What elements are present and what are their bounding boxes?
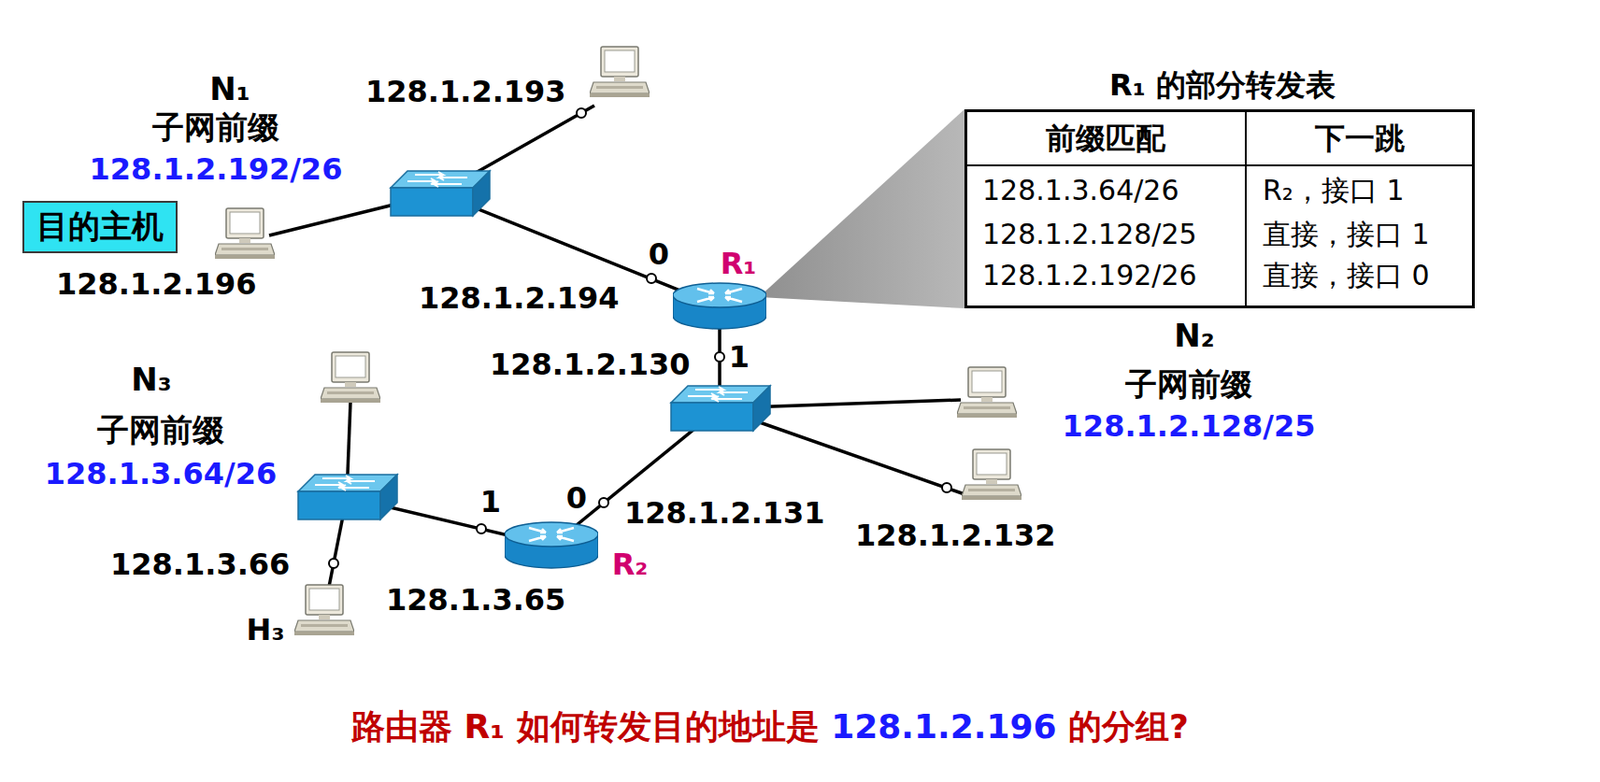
subnet-ellipse xyxy=(129,321,446,673)
subnet-caption: 子网前缀 xyxy=(152,109,280,146)
network-wires xyxy=(269,105,968,587)
ip-address: 128.1.3.65 xyxy=(385,583,566,618)
subnet-name: N₁ xyxy=(209,71,250,108)
interface-dots xyxy=(328,108,952,569)
illustration-part xyxy=(599,498,609,508)
subnet-outline xyxy=(129,321,446,673)
ip-address: 128.1.2.132 xyxy=(855,518,1057,554)
illustration-part xyxy=(328,558,339,569)
ip-address: 128.1.2.196 xyxy=(56,267,258,302)
illustration-part xyxy=(714,352,725,362)
illustration-part xyxy=(961,449,1022,500)
subnet-region: N₃子网前缀128.1.3.64/26 xyxy=(129,321,446,673)
subnet-caption: 子网前缀 xyxy=(97,412,225,449)
ip-address: 128.1.2.193 xyxy=(365,74,567,110)
table-rule xyxy=(1244,112,1247,306)
host-tag-text: 目的主机 xyxy=(36,208,164,245)
illustration-part xyxy=(504,522,599,569)
interface-number: 0 xyxy=(648,237,670,272)
router-name: R₂ xyxy=(612,547,649,583)
illustration-part xyxy=(942,483,952,493)
illustration-part xyxy=(671,385,771,431)
illustration-part xyxy=(298,474,398,520)
callout-wedge xyxy=(758,109,965,309)
illustration-part xyxy=(320,352,381,403)
interface-number: 1 xyxy=(728,340,750,375)
switches xyxy=(298,171,771,520)
caption: 路由器 R₁ 如何转发目的地址是 128.1.2.196 的分组? xyxy=(351,707,1189,746)
ip-address: 128.1.2.194 xyxy=(418,281,620,316)
subnet-name: N₂ xyxy=(1173,317,1215,355)
illustration-part xyxy=(390,171,490,216)
table-cell: 直接，接口 0 xyxy=(1262,259,1430,293)
ip-address: 128.1.3.66 xyxy=(110,547,290,583)
interface-number: 1 xyxy=(480,485,501,520)
interface-number: 0 xyxy=(566,481,587,516)
subnet-name: N₃ xyxy=(130,361,172,399)
illustration-part xyxy=(957,367,1017,418)
illustration-part xyxy=(576,108,586,118)
table-cell: 直接，接口 1 xyxy=(1262,218,1430,252)
table-cell: 128.1.2.128/25 xyxy=(982,218,1198,252)
table-header: 前缀匹配 xyxy=(1045,121,1166,157)
ip-address: 128.1.2.130 xyxy=(489,347,691,383)
host-tag: 目的主机 xyxy=(22,200,178,254)
subnet-ellipse xyxy=(609,357,1290,576)
illustration-part xyxy=(214,208,275,259)
subnet-prefix: 128.1.2.192/26 xyxy=(89,152,343,187)
illustration-part xyxy=(294,585,355,636)
table-cell: 128.1.2.192/26 xyxy=(982,259,1198,293)
ip-address: 128.1.2.131 xyxy=(624,496,826,531)
table-cell: R₂，接口 1 xyxy=(1262,174,1405,208)
table-header: 下一跳 xyxy=(1314,121,1405,157)
illustration-part xyxy=(672,283,767,329)
router-name: R₁ xyxy=(720,246,758,282)
illustration-part xyxy=(589,46,650,98)
illustration-part xyxy=(646,273,657,284)
caption-address: 128.1.2.196 xyxy=(830,707,1057,746)
illustration-part xyxy=(476,524,486,534)
table-title: R₁ 的部分转发表 xyxy=(1109,68,1336,103)
table-rule xyxy=(967,164,1472,167)
forwarding-table: R₁ 的部分转发表前缀匹配下一跳128.1.3.64/26R₂，接口 1128.… xyxy=(964,109,1475,309)
subnet-prefix: 128.1.2.128/25 xyxy=(1062,409,1316,444)
table-cell: 128.1.3.64/26 xyxy=(982,174,1180,208)
subnet-prefix: 128.1.3.64/26 xyxy=(44,457,278,492)
subnet-caption: 子网前缀 xyxy=(1125,366,1253,403)
host-name: H₃ xyxy=(246,613,286,648)
